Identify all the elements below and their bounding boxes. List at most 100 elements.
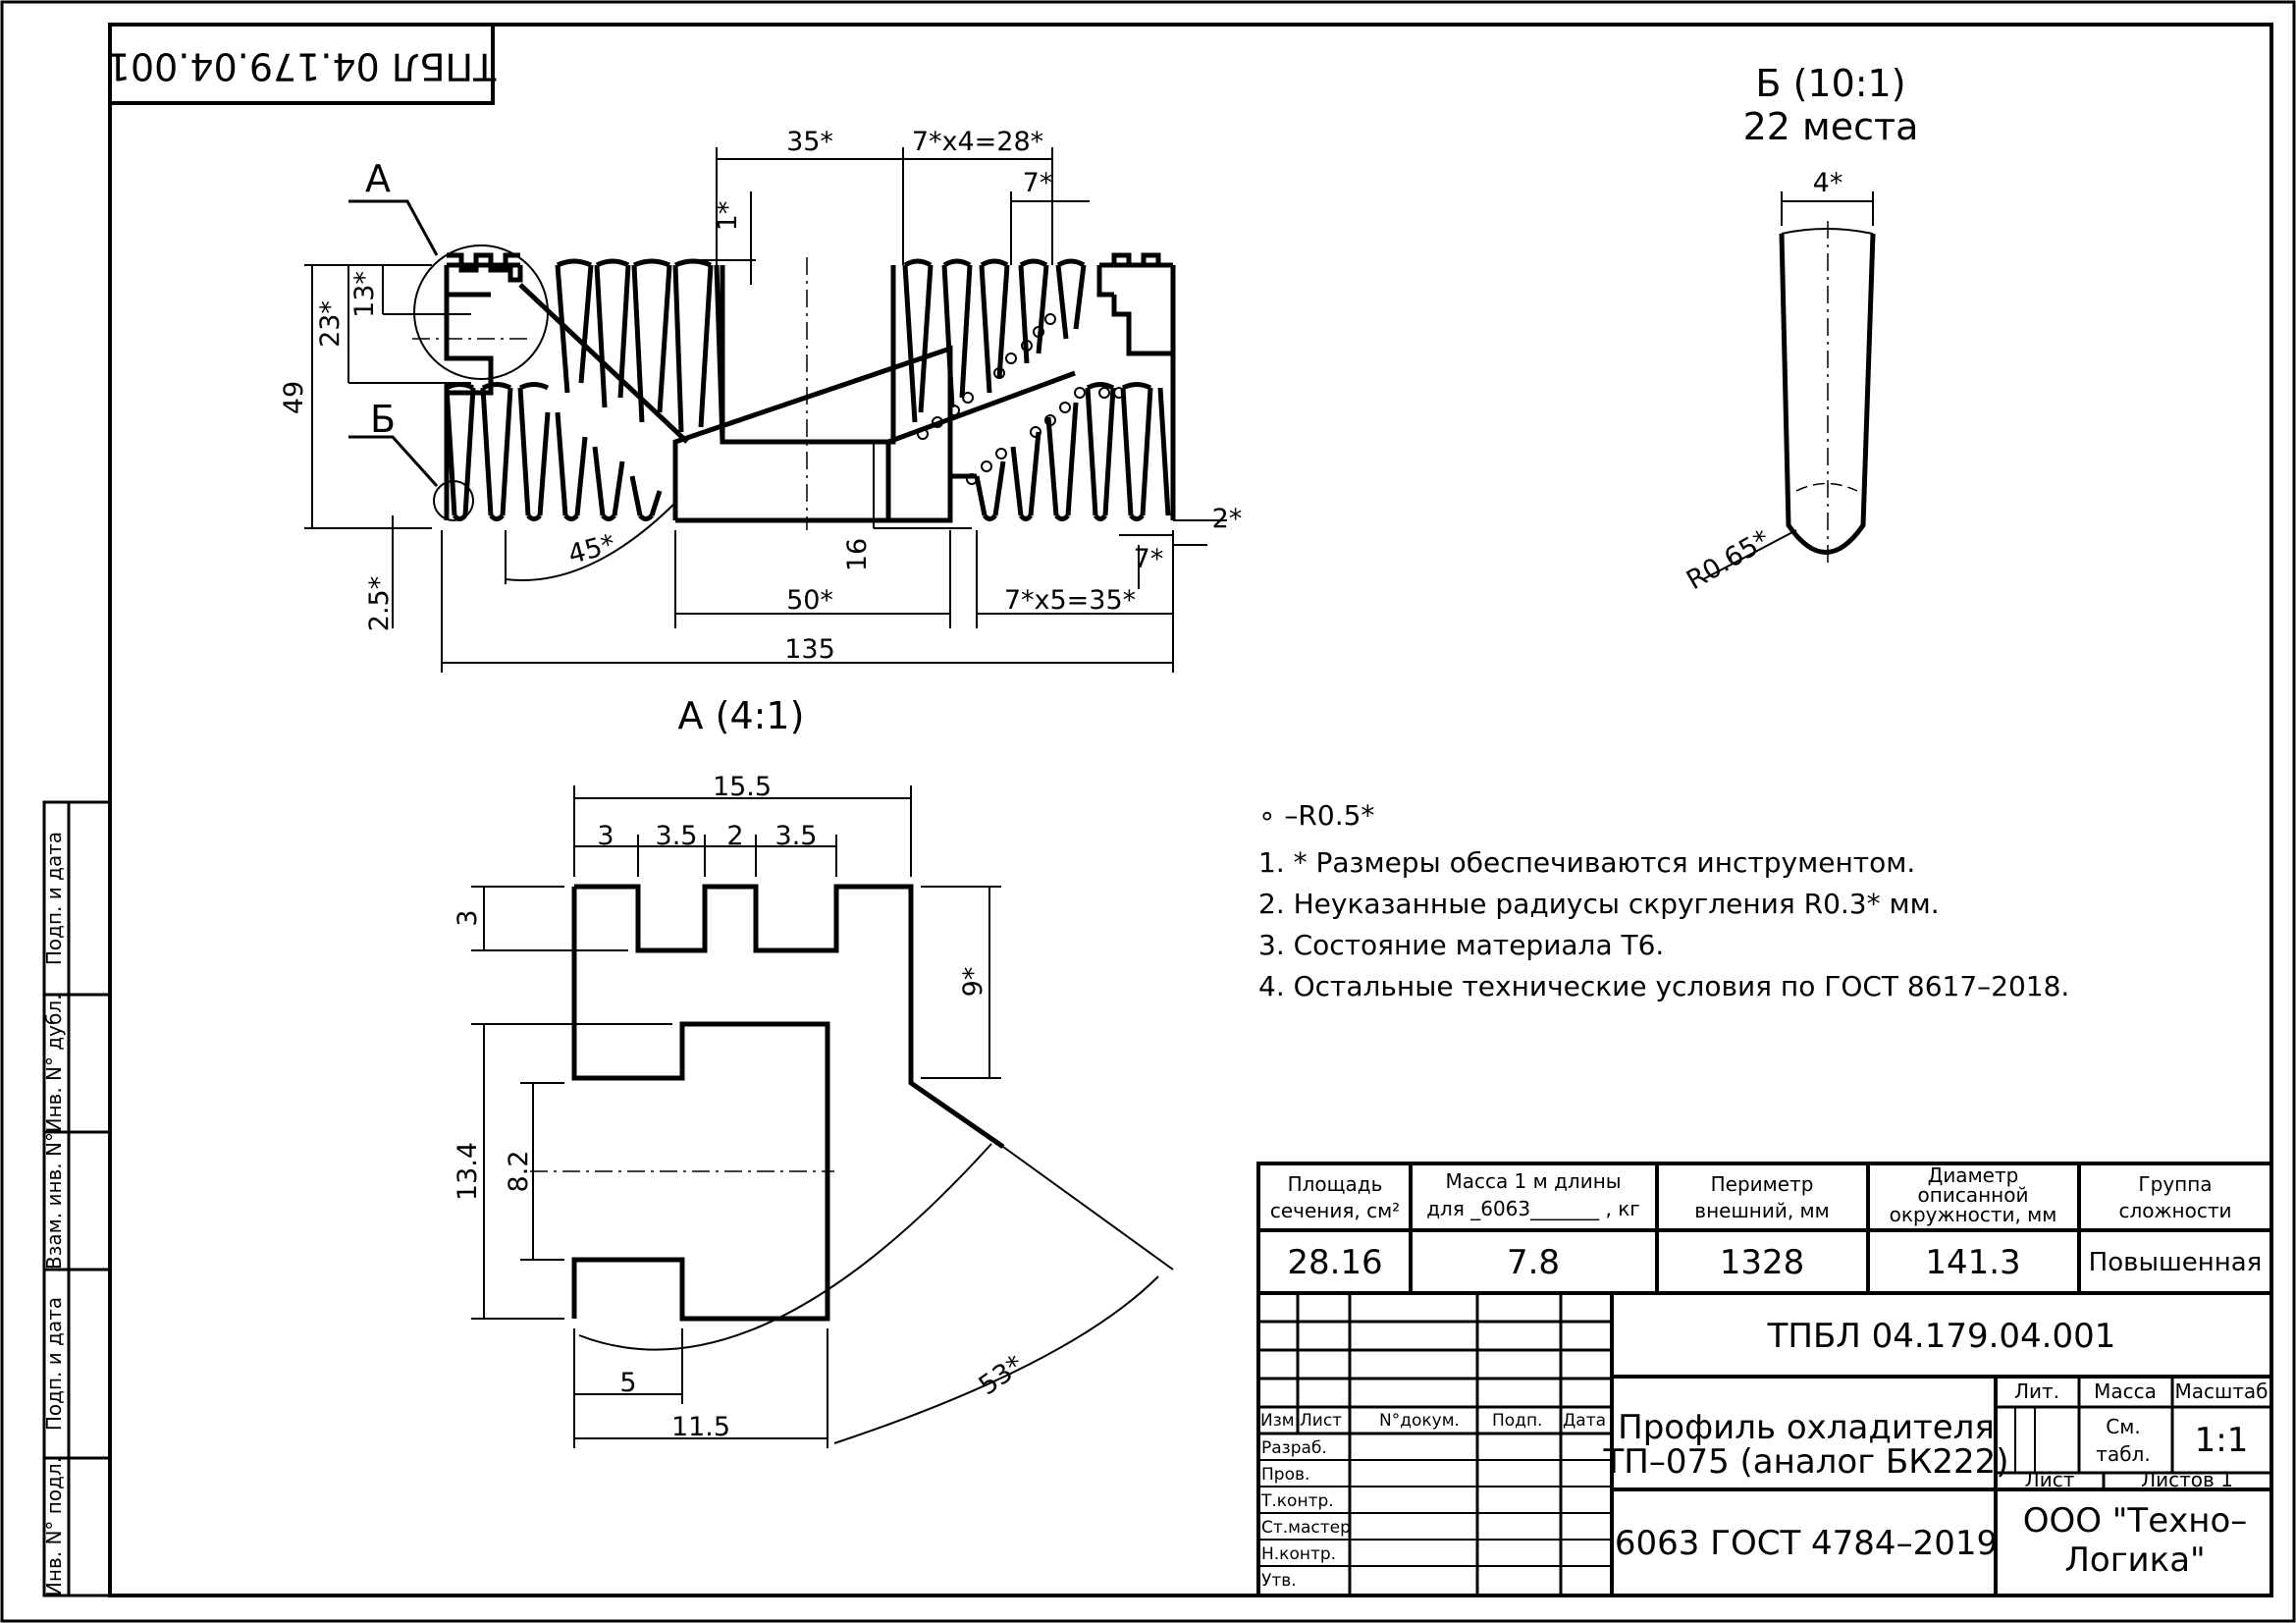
tb-mass-val-1: См. xyxy=(2106,1415,2140,1438)
dim-3v: 3 xyxy=(453,909,483,926)
dim-50: 50* xyxy=(786,585,833,616)
hdr-mass-2: для _6063_______ , кг xyxy=(1426,1197,1640,1220)
dim-7b: 7* xyxy=(1134,544,1164,574)
hdr-area-1: Площадь xyxy=(1288,1172,1383,1196)
detail-a-title: А (4:1) xyxy=(678,694,805,737)
tb-col-dokum: N°докум. xyxy=(1379,1411,1460,1431)
tb-name-2: ТП–075 (аналог БК222) xyxy=(1602,1442,2008,1482)
detail-b-circle xyxy=(433,480,474,521)
detail-a-view xyxy=(471,785,1174,1448)
note-3: 3. Состояние материала Т6. xyxy=(1258,929,1664,961)
dim-7x5: 7*x5=35* xyxy=(1004,585,1136,616)
tb-company-2: Логика" xyxy=(2064,1541,2205,1580)
radius-circles xyxy=(917,313,1125,485)
dim-1: 1* xyxy=(713,201,743,232)
hdr-perim-2: внешний, мм xyxy=(1694,1199,1829,1222)
detail-b-title: Б (10:1) xyxy=(1755,62,1905,105)
hdr-mass-1: Масса 1 м длины xyxy=(1445,1169,1621,1193)
dim-11-5: 11.5 xyxy=(671,1412,730,1442)
leader-a-label: А xyxy=(365,157,391,200)
val-area: 28.16 xyxy=(1287,1243,1382,1282)
title-block-text: ТПБЛ 04.179.04.001 Профиль охладителя ТП… xyxy=(1260,1317,2269,1591)
title-block-grid xyxy=(1256,1291,2273,1597)
tb-row-nkontr: Н.контр. xyxy=(1261,1544,1336,1564)
dim-2-5: 2.5* xyxy=(364,576,395,631)
dim-4: 4* xyxy=(1813,168,1843,198)
right-top-fins xyxy=(902,258,1114,423)
dim-16: 16 xyxy=(842,538,873,571)
val-perimeter: 1328 xyxy=(1720,1243,1805,1282)
side-inv-podl: Инв. N° подл. xyxy=(42,1457,66,1596)
tb-row-utv: Утв. xyxy=(1261,1571,1297,1591)
dim-13: 13* xyxy=(349,271,380,318)
val-group: Повышенная xyxy=(2089,1248,2263,1277)
tb-name-1: Профиль охладителя xyxy=(1618,1408,1995,1447)
right-bottom-fins xyxy=(950,382,1171,521)
tb-mass: Масса xyxy=(2094,1380,2157,1403)
note-1: 1. * Размеры обеспечиваются инструментом… xyxy=(1258,846,1915,879)
dim-53: 53* xyxy=(974,1350,1030,1402)
tb-sheet: Лист xyxy=(2025,1468,2075,1491)
main-profile-view xyxy=(348,199,1176,530)
detail-b-view xyxy=(1702,191,1876,580)
dim-135: 135 xyxy=(784,634,835,665)
side-podp-data-2: Подп. и дата xyxy=(42,832,66,965)
notes-block: ∘ –R0.5* 1. * Размеры обеспечиваются инс… xyxy=(1258,799,2069,1002)
tb-company-1: ООО "Техно– xyxy=(2023,1501,2248,1541)
dim-3-5a: 3.5 xyxy=(656,821,698,851)
dim-r065: R0.65* xyxy=(1682,524,1776,596)
sheet-inner-frame xyxy=(108,23,2273,1597)
tb-scale-value: 1:1 xyxy=(2195,1421,2249,1460)
props-table-text: Площадь сечения, см² Масса 1 м длины для… xyxy=(1270,1163,2263,1282)
tb-row-stmaster: Ст.мастер xyxy=(1261,1518,1351,1538)
dim-35: 35* xyxy=(786,127,833,157)
left-bottom-fins xyxy=(444,382,663,521)
detail-b-subtitle: 22 места xyxy=(1743,105,1919,148)
side-vzam-inv: Взам. инв. N° xyxy=(42,1132,66,1270)
tb-col-izm: Изм. xyxy=(1260,1411,1300,1431)
dim-8-2: 8.2 xyxy=(504,1151,534,1193)
side-inv-dubl: Инв. N° дубл. xyxy=(42,995,66,1133)
tb-sheets: Листов 1 xyxy=(2141,1468,2233,1491)
detail-a-circle xyxy=(413,244,549,380)
dim-45: 45* xyxy=(565,529,618,570)
detail-a-outline xyxy=(571,884,1005,1322)
dim-3-5b: 3.5 xyxy=(775,821,818,851)
hdr-group-2: сложности xyxy=(2119,1199,2232,1222)
dim-23: 23* xyxy=(315,300,346,348)
note-4: 4. Остальные технические условия по ГОСТ… xyxy=(1258,970,2069,1002)
tb-mass-val-2: табл. xyxy=(2096,1442,2150,1466)
side-podp-data-1: Подп. и дата xyxy=(42,1297,66,1431)
note-2: 2. Неуказанные радиусы скругления R0.3* … xyxy=(1258,888,1940,920)
stamp-code: ТПБЛ 04.179.04.001 xyxy=(107,45,498,88)
stamp-box: ТПБЛ 04.179.04.001 xyxy=(107,23,498,105)
tb-lit: Лит. xyxy=(2014,1380,2059,1403)
main-dims-text: 35* 7*x4=28* 7* 1* 13* 23* 49 16 2* 7* 4… xyxy=(279,127,1242,665)
dim-15-5: 15.5 xyxy=(713,772,772,802)
hdr-diam-2: описанной xyxy=(1918,1183,2029,1207)
left-top-fins xyxy=(518,258,725,444)
hdr-area-2: сечения, см² xyxy=(1270,1199,1400,1222)
tb-col-data: Дата xyxy=(1563,1411,1606,1431)
tb-scale-label: Масштаб xyxy=(2174,1380,2268,1403)
dim-5: 5 xyxy=(619,1368,636,1398)
dim-2: 2* xyxy=(1212,504,1243,534)
val-mass: 7.8 xyxy=(1507,1243,1560,1282)
leader-lines xyxy=(348,199,439,488)
dim-7a: 7* xyxy=(1023,168,1053,198)
fin-tip-outline xyxy=(1779,233,1876,555)
dim-2a: 2 xyxy=(726,821,743,851)
dim-9: 9* xyxy=(958,967,988,998)
dim-49: 49 xyxy=(279,381,309,414)
tb-row-tkontr: Т.контр. xyxy=(1260,1491,1334,1511)
dim-7x4: 7*x4=28* xyxy=(912,127,1043,157)
main-dimension-lines xyxy=(304,147,1227,673)
side-strip xyxy=(42,800,112,1597)
hdr-group-1: Группа xyxy=(2138,1172,2212,1196)
tb-row-prov: Пров. xyxy=(1261,1465,1309,1485)
hdr-perim-1: Периметр xyxy=(1711,1172,1814,1196)
tb-material: 6063 ГОСТ 4784–2019 xyxy=(1615,1524,1998,1563)
tb-doc-code: ТПБЛ 04.179.04.001 xyxy=(1767,1317,2116,1356)
hdr-diam-3: окружности, мм xyxy=(1890,1203,2057,1226)
